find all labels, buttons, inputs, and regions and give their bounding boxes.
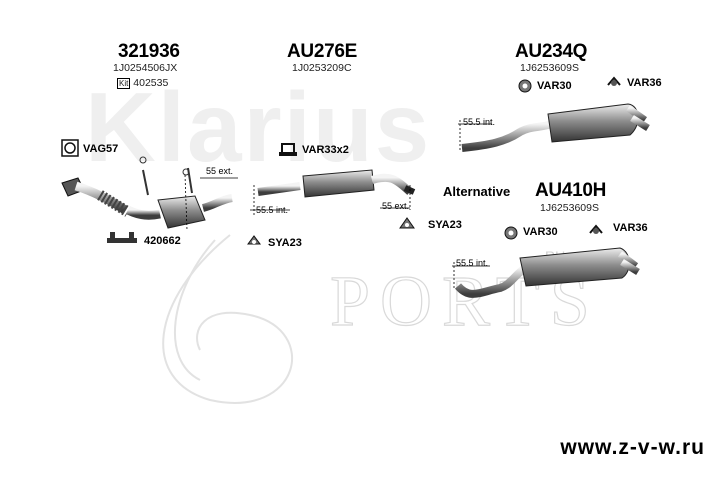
fitting-label-var36-bottom: VAR36: [613, 222, 648, 234]
dimension-55-5-int: 55.5 int.: [256, 205, 289, 215]
fitting-label-var30-top: VAR30: [537, 80, 572, 92]
dimension-lines: [184, 120, 492, 290]
fitting-label-var30-bottom: VAR30: [523, 226, 558, 238]
website-url: www.z-v-w.ru: [560, 436, 705, 459]
fitting-label-var36-top: VAR36: [627, 77, 662, 89]
kit-number: 402535: [133, 77, 169, 89]
fitting-label-sya23-left: SYA23: [268, 237, 302, 249]
rear-silencer-top: [461, 103, 650, 152]
fitting-label-vag57: VAG57: [83, 143, 119, 155]
fitting-label-sya23-right: SYA23: [428, 219, 462, 231]
part-number-au234q: AU234Q: [515, 41, 588, 62]
middle-silencer: [257, 169, 416, 198]
dimension-55-5-int: 55.5 int.: [456, 258, 489, 268]
clamp-420662-icon: [107, 232, 137, 243]
part-number-321936: 321936: [118, 41, 180, 62]
var30-top-icon: [518, 79, 532, 93]
oem-number: 1J0254506JX: [113, 62, 178, 74]
var33-clamp-icon: [279, 143, 297, 156]
fitting-label-var33: VAR33x2: [302, 144, 349, 156]
part-number-au276e: AU276E: [287, 41, 358, 62]
sya23-right-icon: [399, 217, 415, 229]
alternative-label: Alternative: [443, 184, 511, 199]
dimension-55-ext: 55 ext.: [382, 201, 410, 211]
oem-number: 1J6253609S: [540, 202, 599, 214]
oem-number: 1J0253209C: [292, 62, 352, 74]
oem-number: 1J6253609S: [520, 62, 579, 74]
rear-silencer-bottom: [454, 247, 640, 298]
dimension-55-5-int: 55.5 int.: [463, 117, 496, 127]
kit-prefix: Kit: [117, 78, 131, 89]
var36-bottom-icon: [589, 224, 603, 234]
vag57-icon: [61, 139, 79, 157]
fitting-label-420662: 420662: [144, 235, 181, 247]
klarius-watermark: Klarius: [85, 72, 432, 182]
dimension-55-ext: 55 ext.: [206, 166, 234, 176]
front-pipe-catalyst: [61, 156, 233, 229]
part-number-au410h: AU410H: [535, 180, 607, 201]
sya23-left-icon: [247, 235, 261, 245]
var30-bottom-icon: [504, 226, 518, 240]
var36-top-icon: [607, 76, 621, 86]
kit-row: Kit 402535: [117, 77, 168, 89]
